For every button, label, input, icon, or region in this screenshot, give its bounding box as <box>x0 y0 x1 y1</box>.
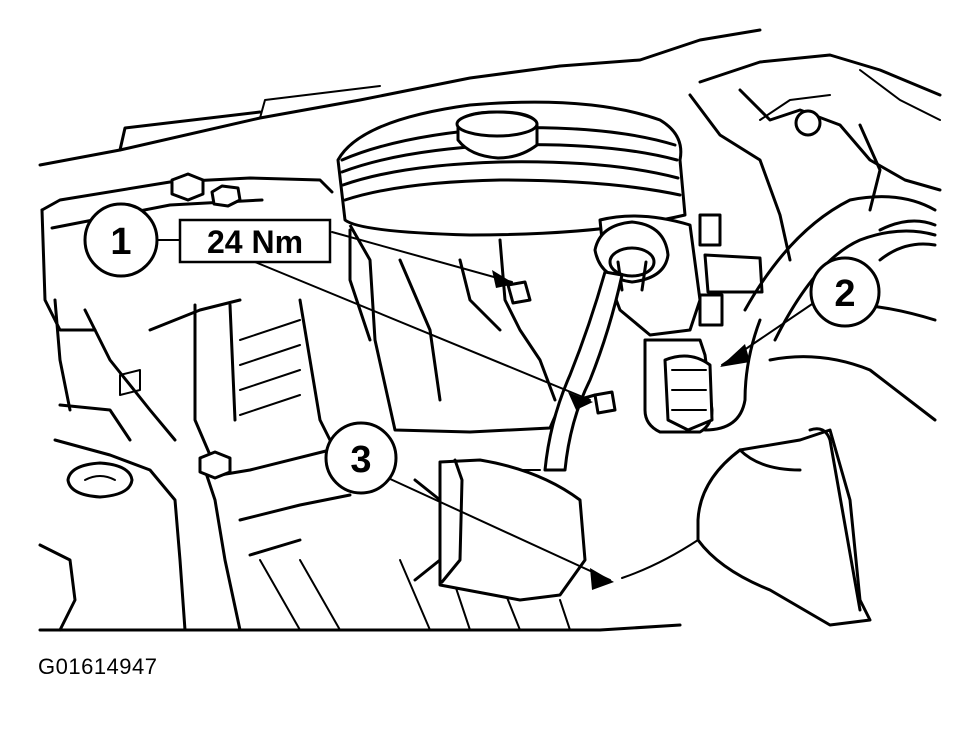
pulley-icon <box>336 100 687 237</box>
callout-1-label: 1 <box>110 221 131 263</box>
leader-lines <box>157 231 819 581</box>
pressure-fitting <box>519 220 670 472</box>
arrow-icon <box>492 270 750 590</box>
hoses <box>413 195 937 627</box>
connector-icon <box>643 318 762 434</box>
callout-3: 3 <box>324 421 398 495</box>
bolt-icon <box>170 172 617 480</box>
torque-spec-label: 24 Nm <box>207 224 303 260</box>
callout-1: 1 <box>83 202 159 278</box>
torque-spec-box: 24 Nm <box>178 218 332 264</box>
figure-id: G01614947 <box>38 654 158 679</box>
callout-2-label: 2 <box>834 273 855 315</box>
engine-background <box>38 28 942 632</box>
callout-2: 2 <box>809 256 881 328</box>
callout-3-label: 3 <box>350 439 371 481</box>
